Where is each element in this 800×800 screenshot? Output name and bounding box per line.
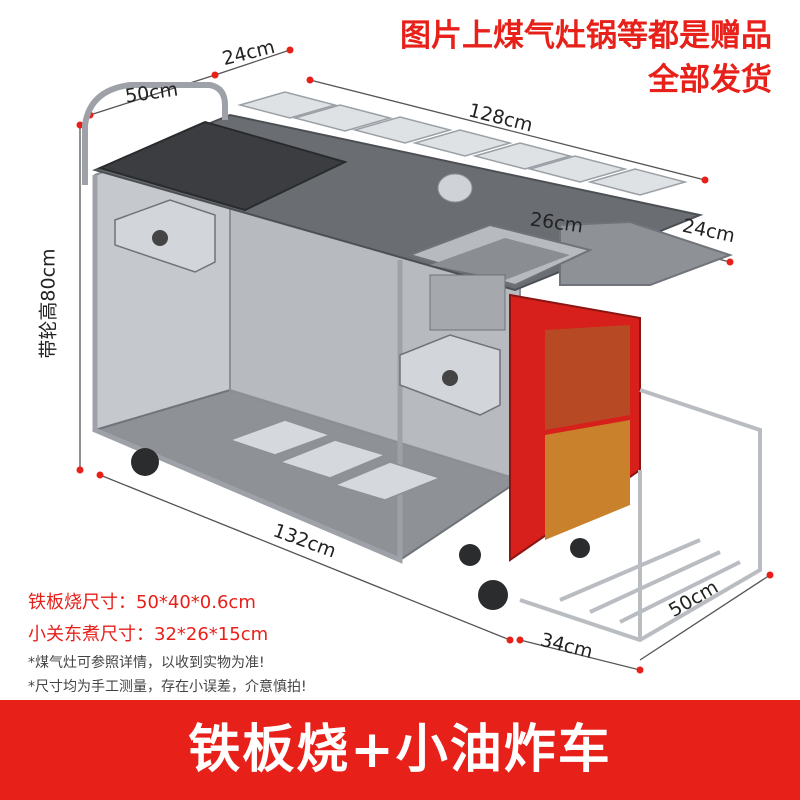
promo-gift-notice: 图片上煤气灶锅等都是赠品 bbox=[400, 18, 772, 54]
banner-title: 铁板烧+小油炸车 bbox=[188, 720, 612, 780]
dimension-dots bbox=[76, 46, 774, 674]
food-cart-illustration bbox=[76, 46, 774, 674]
lower-frame bbox=[519, 388, 762, 643]
dim-side-height: 带轮高80cm bbox=[37, 248, 60, 359]
wheels bbox=[131, 448, 590, 610]
cart-body bbox=[82, 82, 762, 643]
spec-griddle: 铁板烧尺寸：50*40*0.6cm bbox=[28, 592, 256, 613]
teapot bbox=[437, 173, 473, 203]
gas-stoves bbox=[114, 199, 501, 416]
note-stove: *煤气灶可参照详情，以收到实物为准! bbox=[28, 655, 265, 671]
promo-shipping-notice: 全部发货 bbox=[648, 62, 772, 98]
top-trays bbox=[237, 91, 688, 196]
note-measure: *尺寸均为手工测量，存在小误差，介意慎拍! bbox=[28, 679, 307, 695]
spec-oden: 小关东煮尺寸：32*26*15cm bbox=[28, 624, 269, 645]
title-banner: 铁板烧+小油炸车 bbox=[0, 700, 800, 800]
bottom-trays bbox=[227, 419, 443, 501]
